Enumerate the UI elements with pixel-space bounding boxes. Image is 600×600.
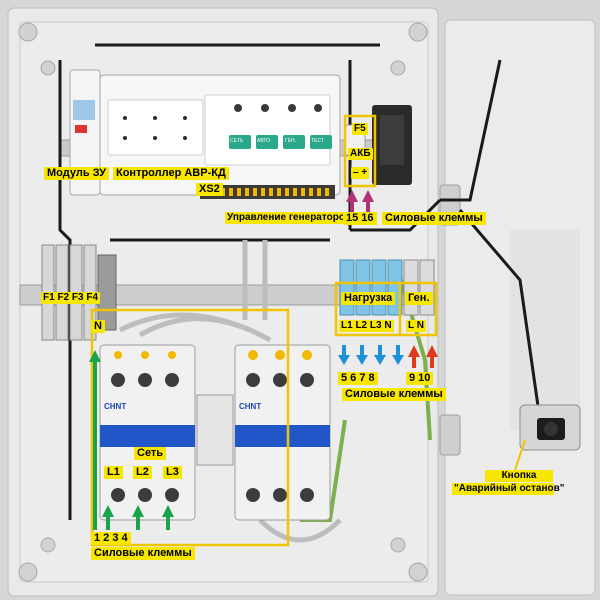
label-minus-plus: – + <box>351 167 370 179</box>
ctrl-btn-4: ТЕСТ <box>311 138 324 144</box>
mechanical-interlock <box>196 394 234 466</box>
label-button-line2: "Аварийный останов" <box>452 483 565 495</box>
brand-right: CHNT <box>239 402 262 411</box>
highlight-boxes <box>90 114 438 547</box>
arrows-red <box>408 345 438 368</box>
contactor-left <box>99 344 196 521</box>
charger-module <box>69 69 101 196</box>
emergency-stop-button <box>519 404 581 451</box>
label-power-terminals-mid: Силовые клеммы <box>342 388 446 401</box>
arrows-green <box>89 350 174 530</box>
ctrl-btn-3: ГЕН. <box>285 138 297 144</box>
label-neutral: N <box>91 320 105 333</box>
controller-device <box>99 74 341 199</box>
button-leader <box>514 439 526 471</box>
corner-screws <box>18 22 428 582</box>
door-vents <box>510 230 580 430</box>
ctrl-btn-1: СЕТЬ <box>230 138 244 144</box>
box-network-contactor <box>90 308 290 547</box>
label-phase-l3: L3 <box>163 466 182 479</box>
label-akb: АКБ <box>348 148 373 160</box>
label-power-terminals-bottom: Силовые клеммы <box>91 547 195 560</box>
label-net: Сеть <box>134 447 167 460</box>
label-gen-control: Управление генератором <box>225 212 355 224</box>
box-load-gen <box>334 281 438 337</box>
arrows-magenta <box>346 190 374 212</box>
wiring <box>58 43 542 520</box>
label-nums-bottom: 1 2 3 4 <box>91 532 131 545</box>
box-battery <box>343 114 377 188</box>
label-phase-l2: L2 <box>133 466 152 479</box>
label-phase-l1: L1 <box>104 466 123 479</box>
label-power-terminals-top: Силовые клеммы <box>382 212 486 225</box>
label-nums-5-8: 5 6 7 8 <box>338 372 378 385</box>
label-gen: Ген. <box>405 292 433 305</box>
label-gen-terminals: L N <box>406 320 426 332</box>
label-nums-9-10: 9 10 <box>406 372 434 385</box>
brand-left: CHNT <box>104 402 127 411</box>
label-xs2: XS2 <box>196 183 223 196</box>
contactor-right <box>234 344 331 521</box>
label-load: Нагрузка <box>341 292 396 305</box>
ctrl-btn-2: АВТО <box>257 138 271 144</box>
battery-block <box>344 105 412 185</box>
label-button-line1: Кнопка <box>485 470 553 482</box>
wiring-white <box>118 240 342 543</box>
arrows-blue <box>338 345 404 365</box>
label-load-terminals: L1 L2 L3 N <box>339 320 394 332</box>
label-terminals-15-16: 15 16 <box>343 212 377 225</box>
label-fuses: F1 F2 F3 F4 <box>41 292 101 304</box>
label-f5: F5 <box>352 123 368 135</box>
label-controller: Контроллер АВР-КД <box>113 167 229 180</box>
label-module-zu: Модуль ЗУ <box>44 167 109 180</box>
